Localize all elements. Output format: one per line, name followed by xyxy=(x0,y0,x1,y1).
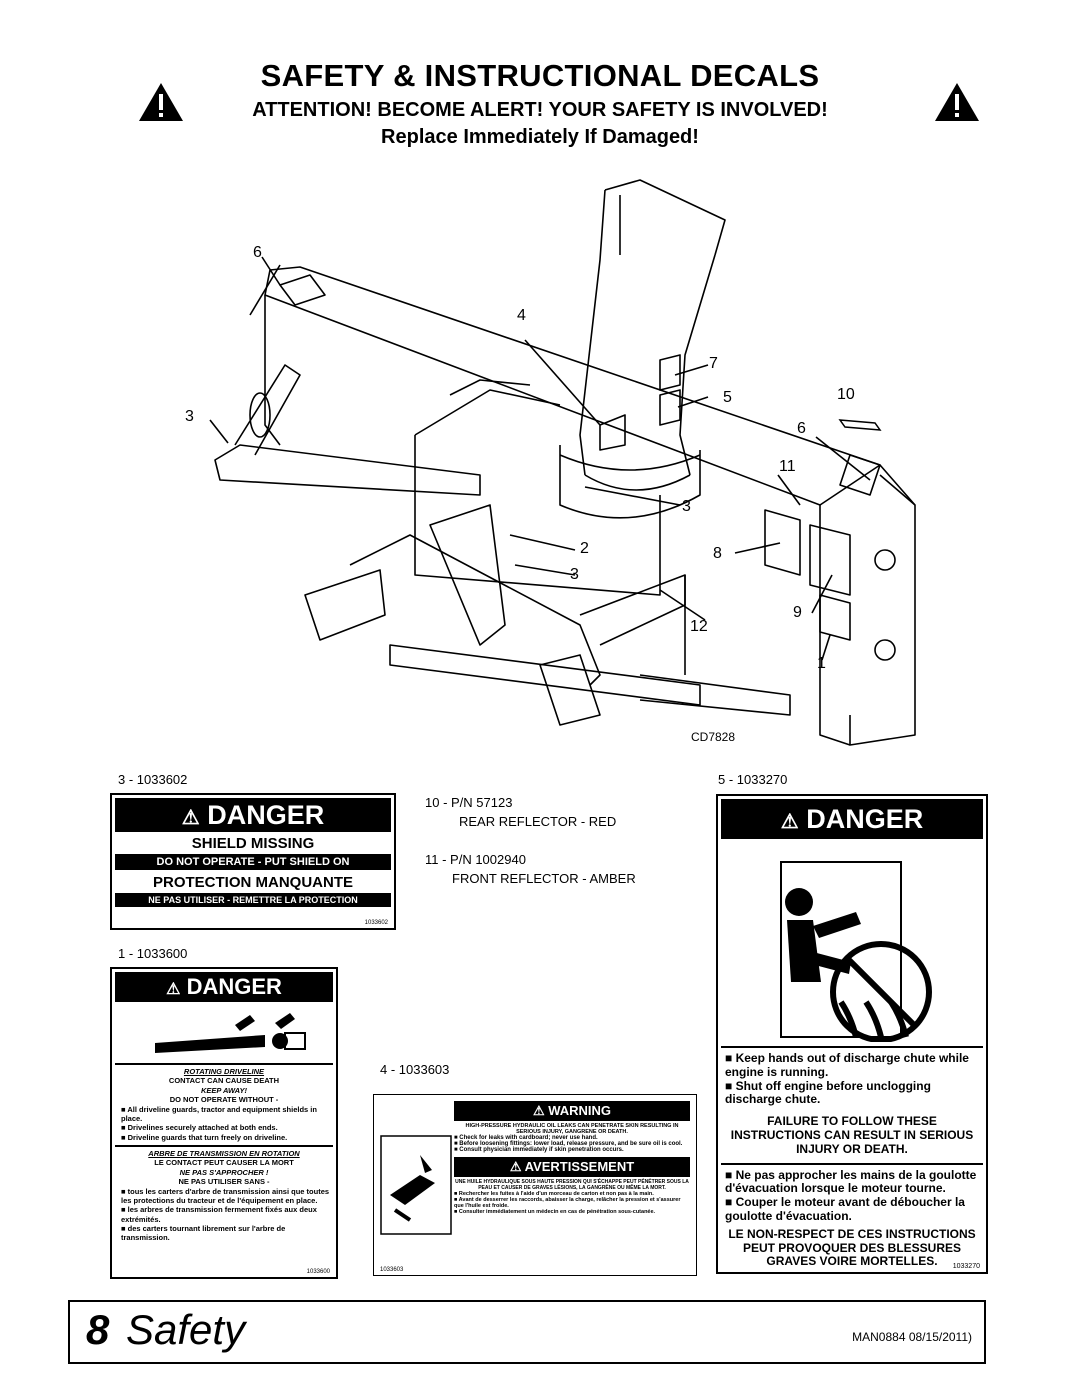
decal-1-entanglement-pictogram xyxy=(155,1013,306,1053)
callout-6b: 6 xyxy=(797,420,806,437)
decal-1-fr-bullet-2: ■ les arbres de transmission fermement f… xyxy=(121,1205,317,1224)
warning-triangle-icon xyxy=(139,83,183,121)
decal-4-code: 1033603 xyxy=(380,1267,404,1273)
callout-12: 12 xyxy=(690,618,708,635)
decal-3-caption: 3 - 1033602 xyxy=(118,772,188,787)
decal-1-dno: DO NOT OPERATE WITHOUT - xyxy=(169,1095,279,1105)
callout-4: 4 xyxy=(517,307,526,324)
section-title: Safety xyxy=(126,1306,246,1353)
callout-11: 11 xyxy=(779,458,796,475)
page-number: 8 xyxy=(86,1306,110,1353)
decal-1-fr-title: ARBRE DE TRANSMISSION EN ROTATION xyxy=(148,1149,300,1158)
decal-5-fr-bullet-2: ■ Couper le moteur avant de déboucher la… xyxy=(725,1195,965,1223)
decal-1-bullet-1: ■ All driveline guards, tractor and equi… xyxy=(121,1104,317,1123)
doc-id: MAN0884 08/15/2011) xyxy=(852,1330,972,1344)
decal-4-w4: ■ Consult physician immediately if skin … xyxy=(454,1147,624,1153)
decal-1-fr-keep: NE PAS S'APPROCHER ! xyxy=(179,1167,269,1177)
decal-5-danger-header: ⚠ DANGER xyxy=(721,799,983,839)
snowblower-diagram xyxy=(209,179,916,746)
callout-10: 10 xyxy=(837,386,855,403)
callout-3c: 3 xyxy=(570,566,579,583)
decal-4-a4: ■ Consulter immédiatement un médecin en … xyxy=(454,1209,656,1215)
decal-3-danger-header: ⚠ DANGER xyxy=(115,798,391,832)
decal-4-caption: 4 - 1033603 xyxy=(380,1062,450,1077)
decal-5-fr-bullet-1: ■ Ne pas approcher les mains de la goulo… xyxy=(725,1167,977,1196)
reflector-11-desc: FRONT REFLECTOR - AMBER xyxy=(452,871,636,886)
decal-3-shield-missing: ⚠ DANGER SHIELD MISSING DO NOT OPERATE -… xyxy=(110,793,396,930)
decal-4-w1: HIGH-PRESSURE HYDRAULIC OIL LEAKS CAN PE… xyxy=(465,1123,679,1135)
decal-1-danger: DANGER xyxy=(186,974,282,999)
decal-1-fr-bullet-1: ■ tous les carters d'arbre de transmissi… xyxy=(121,1186,330,1205)
decal-1-keep: KEEP AWAY! xyxy=(201,1085,247,1095)
callout-1: 1 xyxy=(817,655,826,672)
decal-4-avert-header: ⚠ AVERTISSEMENT xyxy=(454,1157,690,1177)
decal-1-bullet-3: ■ Driveline guards that turn freely on d… xyxy=(121,1132,288,1142)
decal-5-en-warning: FAILURE TO FOLLOW THESE INSTRUCTIONS CAN… xyxy=(730,1114,974,1156)
decal-5-en-bullet-1: ■ Keep hands out of discharge chute whil… xyxy=(725,1051,969,1079)
callout-6: 6 xyxy=(253,244,262,261)
page-footer: 8 Safety MAN0884 08/15/2011) xyxy=(68,1300,986,1364)
decal-4-w3: ■ Before loosening fittings: lower load,… xyxy=(454,1141,683,1147)
decal-1-rotating-driveline: ⚠ DANGER ROTATING DRIVELINE CONTACT CAN … xyxy=(110,967,338,1279)
decal-1-danger-header: ⚠ DANGER xyxy=(115,972,333,1002)
decal-4-hydraulic-warning: ⚠ WARNING HIGH-PRESSURE HYDRAULIC OIL LE… xyxy=(373,1094,697,1276)
decal-3-do-not-operate: DO NOT OPERATE - PUT SHIELD ON xyxy=(115,854,391,870)
decal-1-code: 1033600 xyxy=(306,1269,330,1275)
decal-5-fr-warning: LE NON-RESPECT DE CES INSTRUCTIONS PEUT … xyxy=(728,1226,976,1269)
callout-9: 9 xyxy=(793,604,802,621)
page-title: SAFETY & INSTRUCTIONAL DECALS xyxy=(260,58,820,93)
decal-1-bullet-2: ■ Drivelines securely attached at both e… xyxy=(121,1123,278,1133)
decal-5-danger: DANGER xyxy=(806,804,924,834)
decal-4-a3: ■ Avant de desserrer les raccords, abais… xyxy=(454,1197,681,1209)
callout-5: 5 xyxy=(723,389,732,406)
decal-3-shield-missing-text: SHIELD MISSING xyxy=(191,835,315,852)
callout-8: 8 xyxy=(713,545,722,562)
callout-7: 7 xyxy=(709,355,718,372)
alert-line: ATTENTION! BECOME ALERT! YOUR SAFETY IS … xyxy=(252,99,828,121)
decal-4-warning-header: ⚠ WARNING xyxy=(454,1101,690,1121)
decal-1-rot: ROTATING DRIVELINE xyxy=(183,1067,265,1076)
decal-1-fr-dno: NE PAS UTILISER SANS - xyxy=(178,1177,270,1187)
decal-3-protection: PROTECTION MANQUANTE xyxy=(153,874,353,891)
decal-1-fr-bullet-3: ■ des carters tournant librement sur l'a… xyxy=(121,1224,286,1243)
decal-1-fr-contact: LE CONTACT PEUT CAUSER LA MORT xyxy=(154,1158,294,1168)
decal-4-injection-pictogram xyxy=(380,1135,452,1235)
warning-triangle-icon xyxy=(935,83,979,121)
reflector-10-pn: 10 - P/N 57123 xyxy=(425,795,513,810)
decal-5-code: 1033270 xyxy=(952,1263,980,1270)
decal-3-code: 1033602 xyxy=(364,920,388,926)
decal-4-w2: ■ Check for leaks with cardboard; never … xyxy=(454,1135,598,1141)
callout-3: 3 xyxy=(185,408,194,425)
decal-1-contact: CONTACT CAN CAUSE DEATH xyxy=(168,1076,280,1086)
drawing-id: CD7828 xyxy=(691,730,736,744)
reflector-11-pn: 11 - P/N 1002940 xyxy=(425,852,526,867)
decal-5-hand-hazard-pictogram xyxy=(780,861,932,1042)
replace-line: Replace Immediately If Damaged! xyxy=(381,126,699,148)
decal-3-danger: DANGER xyxy=(207,800,325,830)
callout-3b: 3 xyxy=(682,498,691,515)
decal-4-a2: ■ Rechercher les fuites à l'aide d'un mo… xyxy=(454,1191,654,1197)
decal-4-a1: UNE HUILE HYDRAULIQUE SOUS HAUTE PRESSIO… xyxy=(455,1179,689,1191)
reflector-10-desc: REAR REFLECTOR - RED xyxy=(459,814,617,829)
callout-2: 2 xyxy=(580,540,589,557)
decal-3-ne-pas: NE PAS UTILISER - REMETTRE LA PROTECTION xyxy=(115,893,391,907)
decal-5-caption: 5 - 1033270 xyxy=(718,772,788,787)
decal-5-en-bullet-2: ■ Shut off engine before unclogging disc… xyxy=(725,1078,931,1107)
decal-1-caption: 1 - 1033600 xyxy=(118,946,188,961)
decal-5-discharge-chute: ⚠ DANGER ■ Keep hands out of discharge c… xyxy=(716,794,988,1274)
